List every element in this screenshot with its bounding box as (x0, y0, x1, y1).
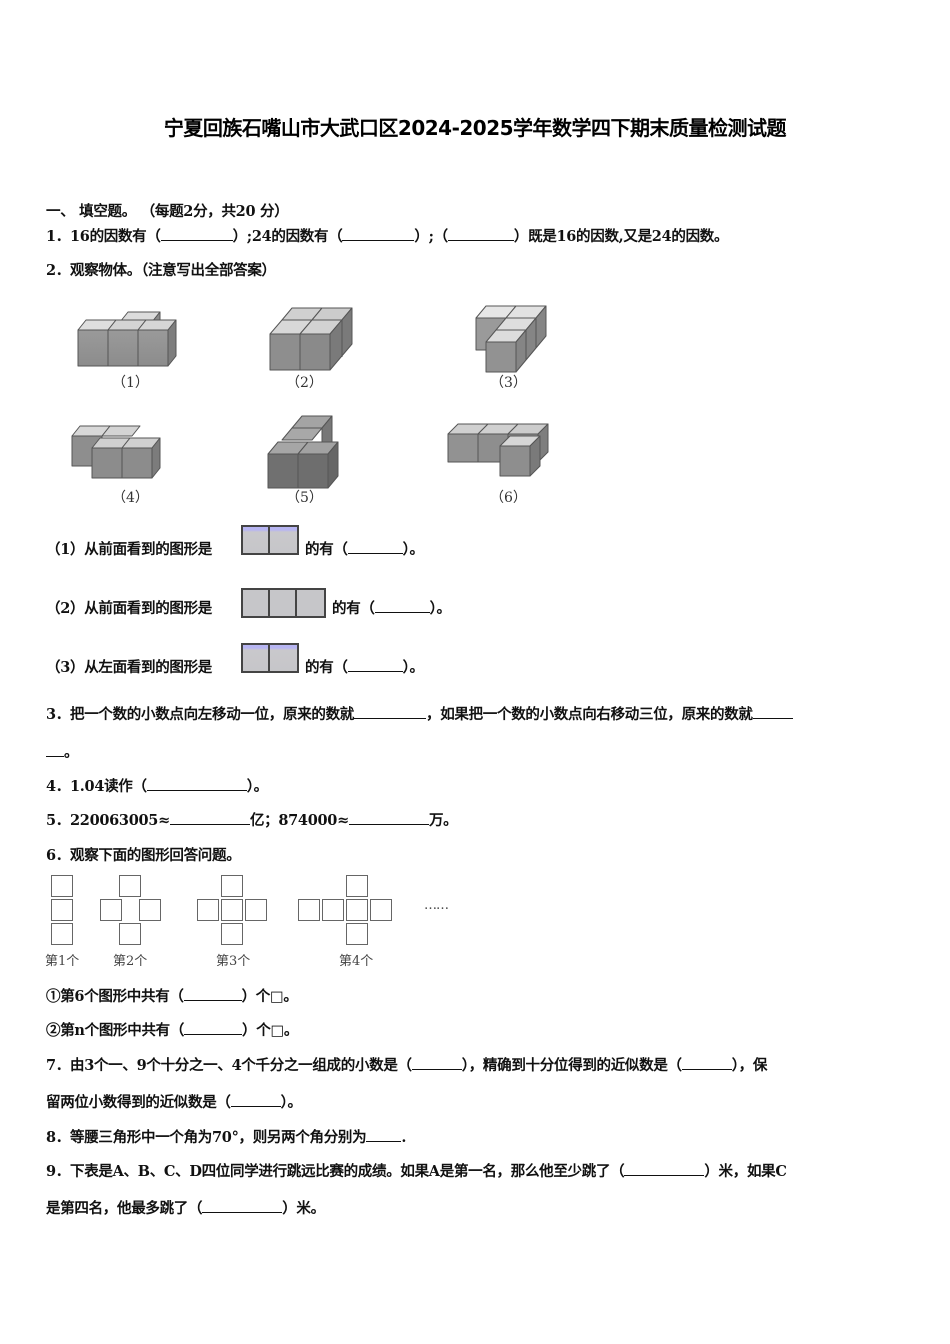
cube-figure-1 (77, 311, 177, 367)
q1-blank-3[interactable] (447, 227, 514, 241)
question-5: 5．220063005≈亿；874000≈万。 (46, 811, 458, 829)
q1-text-b: ）;24的因数有（ (232, 228, 343, 245)
q2-sub-1-prefix: （1）从前面看到的图形是 (46, 541, 212, 558)
question-1: 1．16的因数有（ ）;24的因数有（ ）;（ ）既是16的因数,又是24的因数。 (46, 227, 728, 247)
pattern-label-3: 第3个 (216, 954, 251, 969)
q7-blank-2[interactable] (681, 1056, 732, 1070)
page-title: 宁夏回族石嘴山市大武口区2024-2025学年数学四下期末质量检测试题 (163, 116, 787, 140)
q1-blank-1[interactable] (160, 227, 233, 241)
q2-sub-2-answer: 的有（）。 (332, 599, 451, 617)
cube-figure-3 (475, 305, 547, 373)
cube-figure-2 (269, 307, 353, 371)
front-view-2-cells (241, 525, 299, 555)
question-9-cont: 是第四名，他最多跳了（）米。 (46, 1199, 325, 1217)
q3-blank-2-cont[interactable] (46, 743, 64, 757)
figure-caption-2: （2） (286, 375, 323, 391)
question-3: 3．把一个数的小数点向左移动一位，原来的数就，如果把一个数的小数点向右移动三位，… (46, 705, 793, 725)
q6-sub-1-blank[interactable] (183, 987, 242, 1001)
question-2-stem: 2．观察物体。（注意写出全部答案） (46, 262, 276, 279)
q9-blank-2[interactable] (202, 1199, 283, 1213)
q2-sub-3-blank[interactable] (347, 658, 403, 672)
question-9: 9．下表是A、B、C、D四位同学进行跳远比赛的成绩。如果A是第一名，那么他至少跳… (46, 1162, 787, 1180)
q7-blank-1[interactable] (411, 1056, 462, 1070)
q1-text-d: ）既是16的因数,又是24的因数。 (513, 228, 729, 245)
q6-sub-1: ①第6个图形中共有（）个□。 (46, 987, 298, 1005)
q4-blank[interactable] (146, 777, 247, 791)
q1-blank-2[interactable] (342, 227, 415, 241)
cube-figure-5 (267, 415, 339, 489)
figure-caption-3: （3） (490, 375, 527, 391)
cube-figures (71, 305, 549, 489)
q7-blank-3[interactable] (230, 1093, 281, 1107)
section-heading: 一、 填空题。 （每题2分，共20 分） (46, 203, 289, 220)
q6-sub-2-blank[interactable] (184, 1021, 243, 1035)
question-3-cont: 。 (46, 743, 79, 763)
q2-sub-3-prefix: （3）从左面看到的图形是 (46, 659, 212, 676)
question-6-stem: 6．观察下面的图形回答问题。 (46, 847, 241, 864)
pattern-label-4: 第4个 (339, 954, 374, 969)
q8-blank[interactable] (366, 1128, 402, 1142)
q1-text-a: 1．16的因数有（ (46, 228, 161, 245)
figure-caption-5: （5） (286, 490, 323, 506)
pattern-label-1: 第1个 (45, 954, 80, 969)
q2-sub-1-blank[interactable] (347, 540, 403, 554)
front-view-3-cells (241, 588, 326, 618)
figure-caption-6: （6） (490, 490, 527, 506)
figure-caption-1: （1） (112, 375, 149, 391)
cube-figure-4 (71, 425, 161, 479)
question-7-cont: 留两位小数得到的近似数是（）。 (46, 1093, 302, 1111)
q5-blank-2[interactable] (348, 811, 429, 825)
q1-text-c: ）;（ (414, 228, 448, 245)
q6-sub-2: ②第n个图形中共有（）个□。 (46, 1021, 299, 1039)
pattern-ellipsis: …… (424, 898, 449, 913)
cube-figure-6 (447, 423, 549, 477)
question-7: 7．由3个一、9个十分之一、4个千分之一组成的小数是（），精确到十分位得到的近似… (46, 1056, 768, 1074)
question-4: 4．1.04读作（）。 (46, 777, 268, 795)
q3-blank-2[interactable] (752, 705, 793, 719)
q2-sub-2-prefix: （2）从前面看到的图形是 (46, 600, 212, 617)
q9-blank-1[interactable] (624, 1162, 705, 1176)
q3-blank-1[interactable] (354, 705, 426, 719)
q2-sub-3-answer: 的有（）。 (305, 658, 424, 676)
question-8: 8．等腰三角形中一个角为70°，则另两个角分别为. (46, 1128, 407, 1146)
left-view-2-cells (241, 643, 299, 673)
q2-sub-2-blank[interactable] (374, 599, 430, 613)
q5-blank-1[interactable] (169, 811, 250, 825)
figure-caption-4: （4） (112, 490, 149, 506)
pattern-label-2: 第2个 (113, 954, 148, 969)
q2-sub-1-answer: 的有（）。 (305, 540, 424, 558)
